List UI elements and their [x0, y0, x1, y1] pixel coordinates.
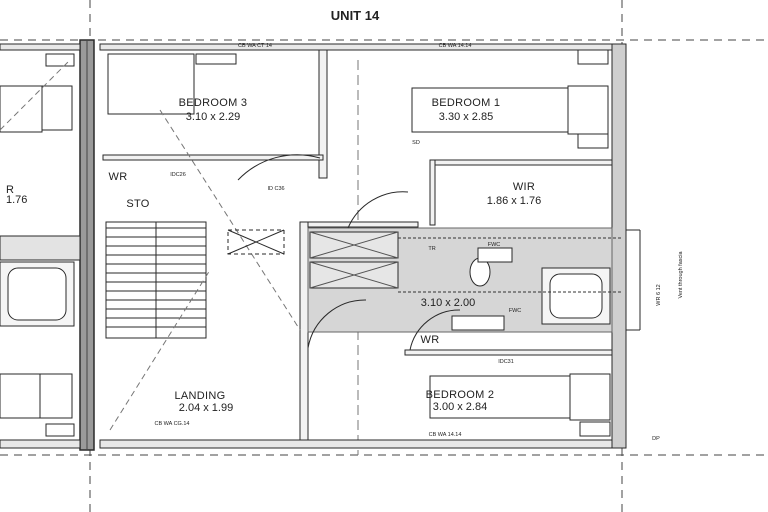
landing-name: LANDING — [175, 390, 226, 402]
unit-title: UNIT 14 — [331, 8, 380, 23]
bath-top-wall — [307, 221, 419, 228]
sto-name: STO — [126, 198, 149, 210]
stair-right-wall — [299, 221, 309, 441]
wr-left-name: WR — [109, 171, 128, 183]
neighbour-bed-head-top — [41, 85, 73, 131]
wir-dim: 1.86 x 1.76 — [487, 195, 541, 207]
bedside-bedroom-2 — [579, 421, 611, 437]
bed-head-bedroom-2 — [569, 373, 611, 421]
bedroom3-bottom-wall — [102, 154, 324, 161]
shower-2-diag-b — [309, 261, 399, 289]
ceiling-note-top-left: CB WA CT 14 — [238, 43, 272, 49]
idc-bottom-note: IDC31 — [498, 359, 514, 365]
void-diag-b — [227, 229, 285, 255]
door-swing-bedroom-2 — [409, 309, 461, 351]
fwc-bottom-note: FWC — [509, 308, 522, 314]
neighbour-basin — [0, 235, 81, 261]
neighbour-bed-top — [0, 85, 43, 133]
neighbour-bed-head-bottom — [39, 373, 73, 419]
bedroom-2-name: BEDROOM 2 — [426, 389, 495, 401]
neighbour-bathtub-inner — [7, 267, 67, 321]
bedroom-2-dim: 3.00 x 2.84 — [433, 401, 487, 413]
dashed-diagonal-3 — [0, 59, 71, 131]
neighbour-bottom-wall — [0, 439, 81, 449]
ceiling-note-top-right: CB WA 14.14 — [439, 43, 472, 49]
bed-bedroom-1 — [411, 87, 569, 133]
door-swing-bathroom — [347, 191, 409, 229]
fwc-top-note: FWC — [488, 242, 501, 248]
neighbour-top-wall — [0, 43, 81, 51]
bottom-wall — [99, 439, 627, 449]
wr-vertical-note: WR 6 12 — [656, 284, 662, 305]
wir-left-wall — [429, 159, 436, 226]
idc-top-note: IDC26 — [170, 172, 186, 178]
shower-1-diag-b — [309, 231, 399, 259]
bedside-bedroom-3 — [195, 53, 237, 65]
bedroom-3-name: BEDROOM 3 — [179, 97, 248, 109]
bedroom-1-name: BEDROOM 1 — [432, 97, 501, 109]
ceiling-note-bottom-right: CB WA 14.14 — [429, 432, 462, 438]
landing-dim: 2.04 x 1.99 — [179, 402, 233, 414]
idc-door-note: ID C36 — [267, 186, 284, 192]
bed-bedroom-2 — [429, 375, 571, 419]
neighbour-bed-bottom — [0, 373, 41, 419]
bed-bedroom-3 — [107, 53, 195, 115]
wir-name: WIR — [513, 181, 535, 193]
wr-right-name: WR — [421, 334, 440, 346]
neighbour-bedside-bottom — [45, 423, 75, 437]
void-marker — [227, 229, 285, 255]
bedroom2-top-wall — [404, 349, 613, 356]
bath-dim: 3.10 x 2.00 — [421, 297, 475, 309]
top-wall — [99, 43, 627, 51]
neighbour-wir-dim: 1.76 — [6, 194, 27, 206]
neighbour-wir-name: R — [6, 184, 14, 196]
bathtub-inner — [549, 273, 603, 319]
right-wall — [611, 43, 627, 449]
bedroom-1-dim: 3.30 x 2.85 — [439, 111, 493, 123]
door-swing-landing — [307, 299, 367, 349]
tr-note: TR — [428, 246, 435, 252]
bedside-top-bedroom-1 — [577, 49, 609, 65]
door-swing-bedroom-3 — [237, 154, 321, 181]
neighbour-bedside-top — [45, 53, 75, 67]
dp-note: DP — [652, 436, 660, 442]
wall-between-bedrooms — [318, 49, 328, 179]
ceiling-note-bottom-left: CB WA CG.14 — [155, 421, 190, 427]
wir-top-wall — [429, 159, 613, 166]
basin-bottom — [451, 315, 505, 331]
bedside-bot-bedroom-1 — [577, 133, 609, 149]
basin-top — [477, 247, 513, 263]
vent-note: Vent through fascia — [678, 251, 684, 299]
sd-note: SD — [412, 140, 420, 146]
bed-head-bedroom-1 — [567, 85, 609, 135]
bedroom-3-dim: 3.10 x 2.29 — [186, 111, 240, 123]
dashed-diagonal-1 — [159, 109, 301, 331]
dashed-diagonal-2 — [109, 269, 211, 431]
